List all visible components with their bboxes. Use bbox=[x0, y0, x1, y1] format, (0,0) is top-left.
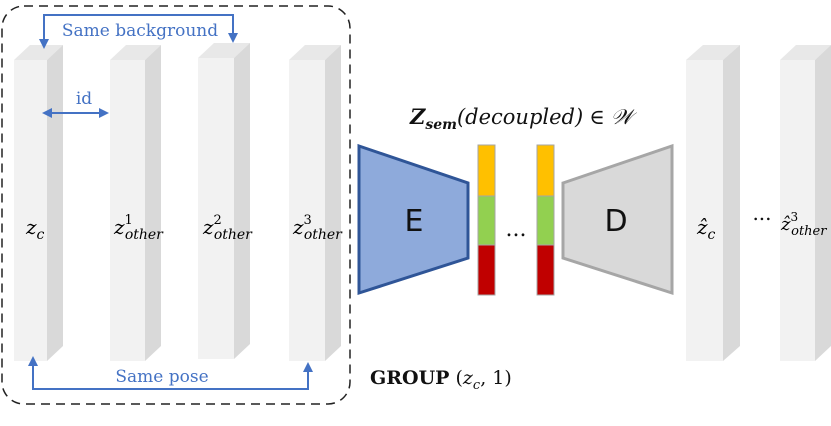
slab-zc bbox=[14, 45, 63, 361]
slab-z-other-3 bbox=[289, 45, 341, 361]
slab-zc-hat bbox=[686, 45, 740, 361]
latent-ellipsis: ... bbox=[506, 217, 527, 242]
same-background-bracket bbox=[39, 14, 238, 49]
decoder-block bbox=[561, 143, 674, 296]
latent-vector-2 bbox=[536, 144, 555, 296]
same-pose-bracket bbox=[28, 356, 313, 390]
slab-z-other-1 bbox=[110, 45, 161, 361]
latent-label: Zsem(decoupled)∈𝒲 bbox=[409, 104, 638, 133]
same-background-label: Same background bbox=[62, 21, 218, 41]
slab-z-other-2 bbox=[198, 43, 250, 359]
group-dashed-box bbox=[1, 5, 351, 405]
encoder-label: E bbox=[405, 204, 424, 239]
label-zc-hat: ẑc bbox=[696, 215, 716, 243]
output-ellipsis: ... bbox=[752, 201, 771, 225]
slab-z-other-3-hat bbox=[780, 45, 831, 361]
latent-vector-1 bbox=[477, 144, 496, 296]
same-pose-label: Same pose bbox=[115, 367, 208, 387]
encoder-block bbox=[357, 143, 470, 296]
id-label: id bbox=[76, 89, 92, 109]
group-label: GROUP (zc, 1) bbox=[370, 367, 512, 393]
label-zc: zc bbox=[25, 215, 45, 243]
decoder-label: D bbox=[604, 204, 627, 239]
